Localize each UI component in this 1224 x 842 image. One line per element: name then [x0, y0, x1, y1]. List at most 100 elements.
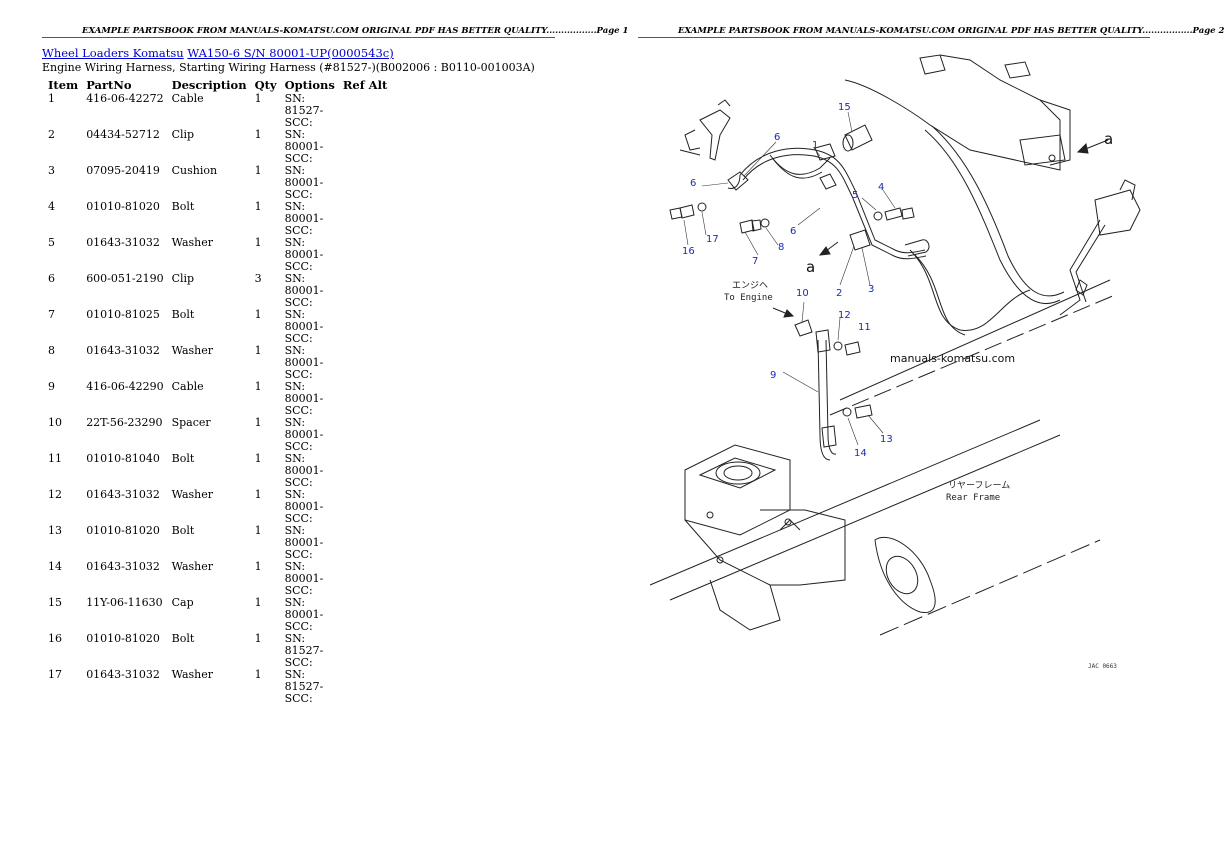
- column-header: Qty: [254, 78, 277, 92]
- cell-partno: 01010-81020: [86, 524, 160, 537]
- cell-description: Bolt: [171, 524, 195, 537]
- cell-item: 11: [48, 452, 62, 465]
- cell-item: 17: [48, 668, 62, 681]
- cell-partno: 01643-31032: [86, 488, 160, 501]
- options-sn: SN: 80001-: [284, 416, 324, 441]
- page-header-left: EXAMPLE PARTSBOOK FROM MANUALS-KOMATSU.C…: [82, 26, 629, 36]
- cell-ref-alt: [339, 201, 391, 237]
- cell-partno: 01643-31032: [86, 344, 160, 357]
- options-scc: SCC:: [284, 116, 313, 129]
- cable-1: [739, 147, 926, 254]
- options-sn: SN: 80001-: [284, 344, 324, 369]
- options-sn: SN: 80001-: [284, 308, 324, 333]
- breadcrumb-link-wheel-loaders[interactable]: Wheel Loaders Komatsu: [42, 46, 184, 60]
- breadcrumb-link-model[interactable]: WA150-6 S/N 80001-UP(0000543c): [187, 46, 394, 60]
- options-sn: SN: 80001-: [284, 272, 324, 297]
- options-sn: SN: 81527-: [284, 92, 324, 117]
- cell-item: 13: [48, 524, 62, 537]
- cell-qty: 1: [254, 488, 262, 501]
- cell-ref-alt: [339, 453, 391, 489]
- callout-label: 8: [778, 242, 784, 253]
- cell-description: Washer: [171, 236, 214, 249]
- cell-partno: 01010-81020: [86, 200, 160, 213]
- cell-qty: 3: [254, 272, 262, 285]
- cell-ref-alt: [339, 489, 391, 525]
- options-scc: SCC:: [284, 260, 313, 273]
- options-scc: SCC:: [284, 404, 313, 417]
- cell-options: SN: 80001-SCC:: [281, 597, 339, 633]
- cell-qty: 1: [254, 200, 262, 213]
- options-sn: SN: 80001-: [284, 164, 324, 189]
- cell-partno: 22T-56-23290: [86, 416, 163, 429]
- cell-ref-alt: [339, 561, 391, 597]
- callout-label: 3: [868, 284, 874, 295]
- options-sn: SN: 80001-: [284, 596, 324, 621]
- cell-ref-alt: [339, 165, 391, 201]
- callout-label: a: [806, 258, 815, 276]
- cell-partno: 416-06-42272: [86, 92, 164, 105]
- cell-options: SN: 80001-SCC:: [281, 201, 339, 237]
- cell-options: SN: 81527-SCC:: [281, 669, 339, 705]
- cell-partno: 01643-31032: [86, 236, 160, 249]
- cell-options: SN: 81527-SCC:: [281, 93, 339, 129]
- options-scc: SCC:: [284, 584, 313, 597]
- breadcrumb: Wheel Loaders Komatsu WA150-6 S/N 80001-…: [42, 46, 394, 60]
- options-sn: SN: 80001-: [284, 524, 324, 549]
- options-scc: SCC:: [284, 332, 313, 345]
- callout-label: 6: [774, 132, 780, 143]
- cell-qty: 1: [254, 344, 262, 357]
- cell-item: 14: [48, 560, 62, 573]
- column-header: Description: [171, 78, 247, 92]
- to-engine-label: To Engine: [724, 293, 773, 303]
- options-scc: SCC:: [284, 368, 313, 381]
- cell-qty: 1: [254, 380, 262, 393]
- column-header: Ref Alt: [342, 78, 388, 92]
- cell-options: SN: 80001-SCC:: [281, 345, 339, 381]
- column-header: Item: [48, 78, 79, 92]
- cell-ref-alt: [339, 345, 391, 381]
- cell-options: SN: 80001-SCC:: [281, 237, 339, 273]
- cell-partno: 11Y-06-11630: [86, 596, 163, 609]
- options-scc: SCC:: [284, 296, 313, 309]
- header-rule-right: [638, 37, 1150, 38]
- cell-qty: 1: [254, 524, 262, 537]
- cell-partno: 01643-31032: [86, 560, 160, 573]
- options-sn: SN: 80001-: [284, 128, 324, 153]
- cell-options: SN: 80001-SCC:: [281, 561, 339, 597]
- cell-item: 3: [48, 164, 55, 177]
- page-subtitle: Engine Wiring Harness, Starting Wiring H…: [42, 61, 535, 74]
- callout-label: 6: [690, 178, 696, 189]
- upper-bracket: [844, 54, 1061, 171]
- cell-partno: 07095-20419: [86, 164, 160, 177]
- cell-item: 5: [48, 236, 55, 249]
- cell-partno: 01010-81020: [86, 632, 160, 645]
- header-rule-left: [42, 37, 555, 38]
- options-sn: SN: 80001-: [284, 380, 324, 405]
- options-sn: SN: 80001-: [284, 452, 324, 477]
- cell-qty: 1: [254, 632, 262, 645]
- cell-partno: 01643-31032: [86, 668, 160, 681]
- column-header: Options: [284, 78, 335, 92]
- cell-description: Cushion: [171, 164, 218, 177]
- cell-item: 15: [48, 596, 62, 609]
- cell-description: Washer: [171, 344, 214, 357]
- cell-qty: 1: [254, 452, 262, 465]
- cell-ref-alt: [339, 309, 391, 345]
- options-sn: SN: 81527-: [284, 668, 324, 693]
- callout-label: 16: [682, 246, 695, 257]
- cell-qty: 1: [254, 164, 262, 177]
- cell-partno: 416-06-42290: [86, 380, 164, 393]
- cell-description: Cap: [171, 596, 194, 609]
- cell-item: 10: [48, 416, 62, 429]
- cell-qty: 1: [254, 560, 262, 573]
